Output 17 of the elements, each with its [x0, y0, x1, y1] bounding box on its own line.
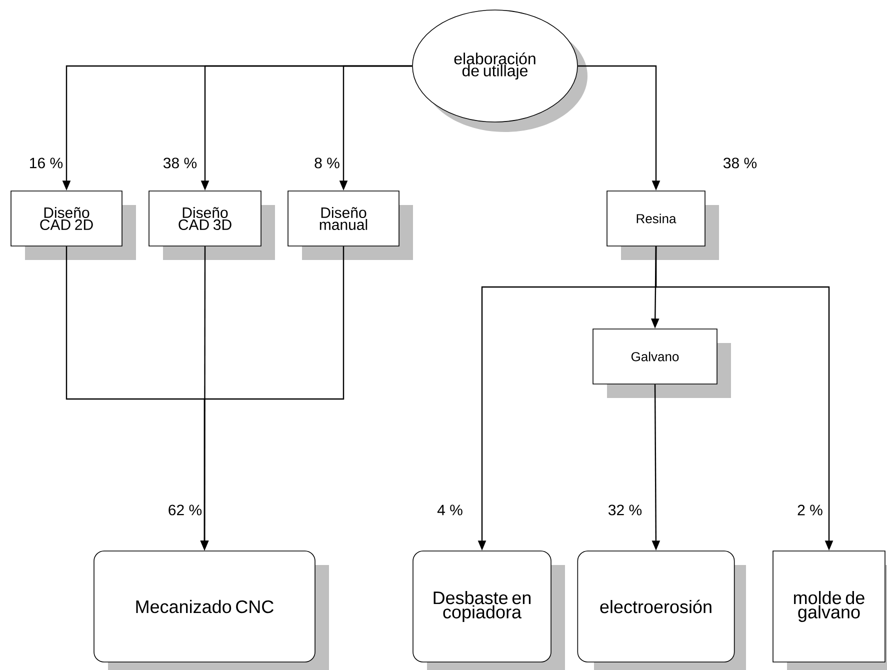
process-box: Diseño CAD 3D	[148, 190, 275, 260]
percentage-label: 8 %	[314, 158, 340, 168]
percentage-label: 38 %	[723, 158, 757, 168]
process-box: Mecanizado CNC	[94, 550, 329, 670]
process-box: Diseño manual	[288, 190, 413, 260]
process-box: Diseño CAD 2D	[10, 190, 136, 260]
process-box: Galvano	[592, 328, 731, 398]
percentage-label: 62 %	[168, 504, 202, 516]
percentage-label: 4 %	[437, 504, 462, 516]
percentage-label: 32 %	[608, 504, 642, 516]
process-box: Desbaste en copiadora	[412, 550, 565, 670]
percentage-label: 2 %	[798, 504, 822, 516]
process-box: Resina	[606, 190, 719, 260]
process-box: molde de galvano	[772, 550, 887, 670]
percentage-label: 16 %	[30, 158, 63, 168]
process-box: electroerosión	[577, 550, 746, 670]
percentage-label: 38 %	[163, 158, 197, 168]
